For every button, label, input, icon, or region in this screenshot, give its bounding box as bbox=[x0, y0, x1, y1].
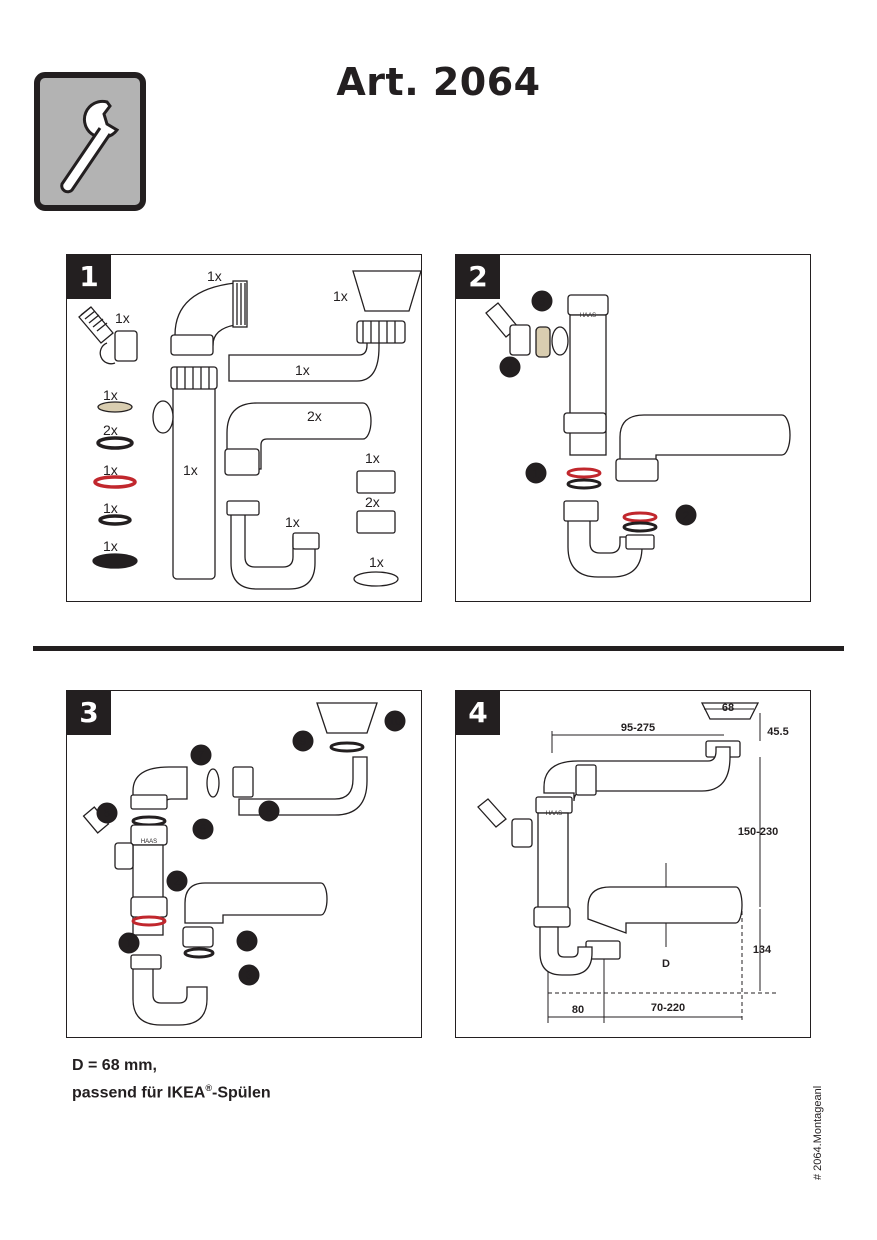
qty-label: 1x bbox=[115, 310, 130, 326]
qty-label: 1x bbox=[183, 462, 198, 478]
note-line-2: passend für IKEA®-Spülen bbox=[72, 1083, 271, 1102]
step-number: 3 bbox=[67, 691, 111, 735]
panel-step-3: 3 bbox=[66, 690, 422, 1038]
small-black-ring bbox=[98, 514, 132, 526]
size-note: D = 68 mm, passend für IKEA®-Spülen bbox=[72, 1055, 271, 1104]
qty-label: 1x bbox=[103, 500, 118, 516]
dimension-label: D bbox=[662, 958, 670, 970]
step-number: 1 bbox=[67, 255, 111, 299]
dimension-label: 68 bbox=[722, 702, 734, 714]
qty-label: 1x bbox=[333, 288, 348, 304]
u-trap-part bbox=[226, 500, 320, 590]
qty-label: 1x bbox=[369, 554, 384, 570]
brand-mark: HAAS bbox=[141, 839, 157, 845]
marker: 1 bbox=[126, 936, 133, 950]
tan-ring bbox=[97, 401, 133, 413]
marker: 4 bbox=[506, 360, 513, 375]
qty-label: 1x bbox=[365, 450, 380, 466]
horizontal-tube-part bbox=[224, 402, 372, 476]
elbow-part bbox=[170, 280, 248, 356]
qty-label: 1x bbox=[103, 462, 118, 478]
assembly-step-3: 10 9 7 8 5 6 2 1 4 3 HAAS bbox=[82, 702, 406, 1026]
dimension-label: 95-275 bbox=[621, 722, 655, 734]
brand-mark: HAAS bbox=[546, 811, 562, 817]
hose-connector-part bbox=[78, 306, 138, 365]
nut-part bbox=[356, 510, 396, 534]
step-number: 2 bbox=[456, 255, 500, 299]
black-ring bbox=[96, 436, 134, 450]
nut-part bbox=[356, 470, 396, 494]
dimension-label: 150-230 bbox=[738, 826, 778, 838]
red-ring bbox=[93, 475, 137, 489]
marker: 6 bbox=[200, 822, 207, 836]
dimension-label: 45.5 bbox=[767, 726, 788, 738]
qty-label: 1x bbox=[103, 387, 118, 403]
wrench-icon bbox=[34, 72, 146, 211]
dimension-label: 70-220 bbox=[651, 1002, 685, 1014]
page-title: Art. 2064 bbox=[336, 60, 541, 104]
parts-illustration: 1x 1x 1x 1x 1x 1x 2x 2x 1x 1x 1x 2x 1x 1… bbox=[78, 268, 422, 590]
panel-parts-list: 1 bbox=[66, 254, 422, 602]
qty-label: 2x bbox=[103, 422, 118, 438]
dimension-drawing: 68 95-275 45.5 150-230 134 D 80 70-220 H… bbox=[477, 702, 789, 1023]
marker: 2 bbox=[174, 874, 181, 888]
marker: 3 bbox=[246, 968, 253, 982]
qty-label: 1x bbox=[207, 268, 222, 284]
dimension-label: 134 bbox=[753, 944, 772, 956]
marker: 8 bbox=[266, 804, 273, 818]
qty-label: 2x bbox=[365, 494, 380, 510]
panel-step-2: 2 3 4 1 2 HAAS bbox=[455, 254, 811, 602]
marker: 2 bbox=[682, 508, 689, 523]
drain-pipe-part bbox=[228, 270, 422, 382]
qty-label: 1x bbox=[285, 514, 300, 530]
vertical-tube-part bbox=[152, 366, 218, 580]
note-line-1: D = 68 mm, bbox=[72, 1057, 157, 1074]
document-code: # 2064.Montageanl bbox=[812, 1085, 824, 1180]
section-divider bbox=[33, 646, 844, 651]
step-number: 4 bbox=[456, 691, 500, 735]
qty-label: 1x bbox=[103, 538, 118, 554]
cap-part bbox=[353, 571, 399, 587]
qty-label: 2x bbox=[307, 408, 322, 424]
marker: 10 bbox=[388, 714, 402, 728]
marker: 3 bbox=[538, 294, 545, 309]
marker: 4 bbox=[244, 934, 251, 948]
marker: 9 bbox=[300, 734, 307, 748]
marker: 7 bbox=[198, 748, 205, 762]
panel-step-4-dimensions: 4 bbox=[455, 690, 811, 1038]
marker: 1 bbox=[532, 466, 539, 481]
gasket-ring bbox=[92, 553, 138, 569]
marker: 5 bbox=[104, 806, 111, 820]
dimension-label: 80 bbox=[572, 1004, 584, 1016]
qty-label: 1x bbox=[295, 362, 310, 378]
assembly-step-2: 3 4 1 2 HAAS bbox=[485, 290, 791, 578]
brand-mark: HAAS bbox=[580, 313, 596, 319]
